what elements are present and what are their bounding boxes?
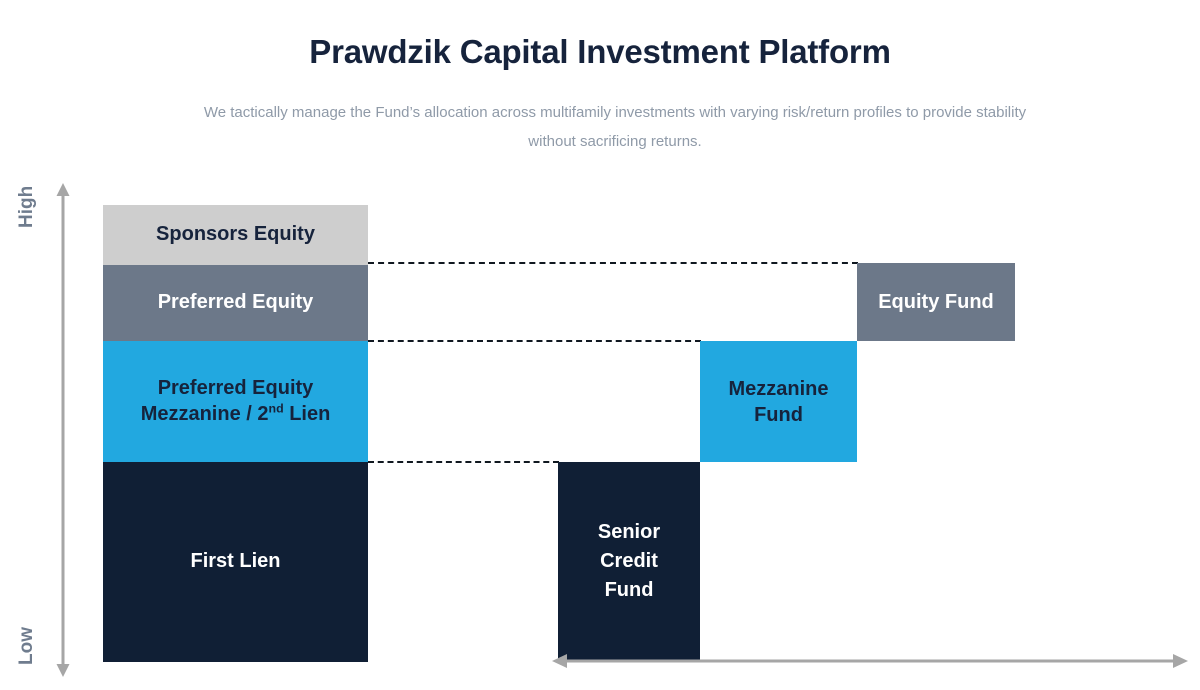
senior-fund-line-2: Credit (600, 549, 658, 572)
mezz-line-2-pre: Mezzanine / 2 (140, 402, 269, 425)
axis-label-high: High (16, 185, 37, 228)
fund-box-equity-fund[interactable]: Equity Fund (857, 263, 1015, 341)
senior-fund-line-1: Senior (597, 520, 661, 543)
dashed-connector-senior-credit (368, 461, 559, 463)
mezz-line-2-post: Lien (283, 402, 331, 425)
senior-fund-line-3: Fund (604, 578, 654, 601)
mezz-fund-line-2: Fund (754, 403, 803, 426)
mezz-line-2-sup: nd (268, 400, 284, 415)
fund-box-label: Equity Fund (878, 290, 994, 313)
stack-segment-label: First Lien (190, 550, 281, 573)
mezz-fund-line-1: Mezzanine (728, 377, 829, 400)
page-title: Prawdzik Capital Investment Platform (309, 33, 891, 70)
capital-structure-axis-arrow (552, 650, 1188, 672)
page-subtitle: We tactically manage the Fund’s allocati… (203, 104, 1027, 150)
stack-segment-first-lien[interactable]: First Lien (103, 462, 368, 662)
risk-return-axis-arrow (55, 183, 71, 677)
axis-label-low: Low (16, 627, 37, 665)
mezz-line-1: Preferred Equity (157, 377, 314, 400)
dashed-connector-mezzanine (368, 340, 701, 342)
dashed-connector-equity (368, 262, 858, 264)
stack-segment-label: Sponsors Equity (156, 223, 315, 246)
stack-segment-label: Preferred Equity (157, 291, 314, 314)
stack-segment-preferred-equity[interactable]: Preferred Equity (103, 265, 368, 341)
stack-segment-sponsors-equity[interactable]: Sponsors Equity (103, 205, 368, 265)
